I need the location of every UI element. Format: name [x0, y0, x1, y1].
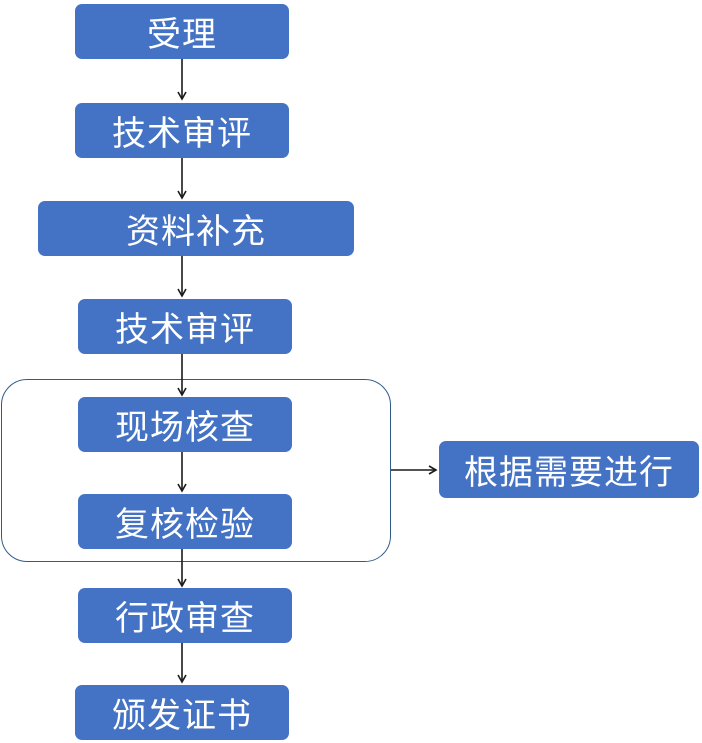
- optional-steps-group: [1, 379, 391, 562]
- step-issue-certificate: 颁发证书: [75, 685, 289, 740]
- step-re-inspection: 复核检验: [78, 494, 292, 549]
- step-technical-review-2: 技术审评: [78, 299, 292, 354]
- step-administrative-review: 行政审查: [78, 588, 292, 643]
- step-on-site-verification: 现场核查: [78, 397, 292, 452]
- step-acceptance: 受理: [75, 4, 289, 59]
- step-supplementary-materials: 资料补充: [38, 201, 354, 256]
- step-technical-review-1: 技术审评: [75, 103, 289, 158]
- note-as-needed: 根据需要进行: [439, 441, 699, 498]
